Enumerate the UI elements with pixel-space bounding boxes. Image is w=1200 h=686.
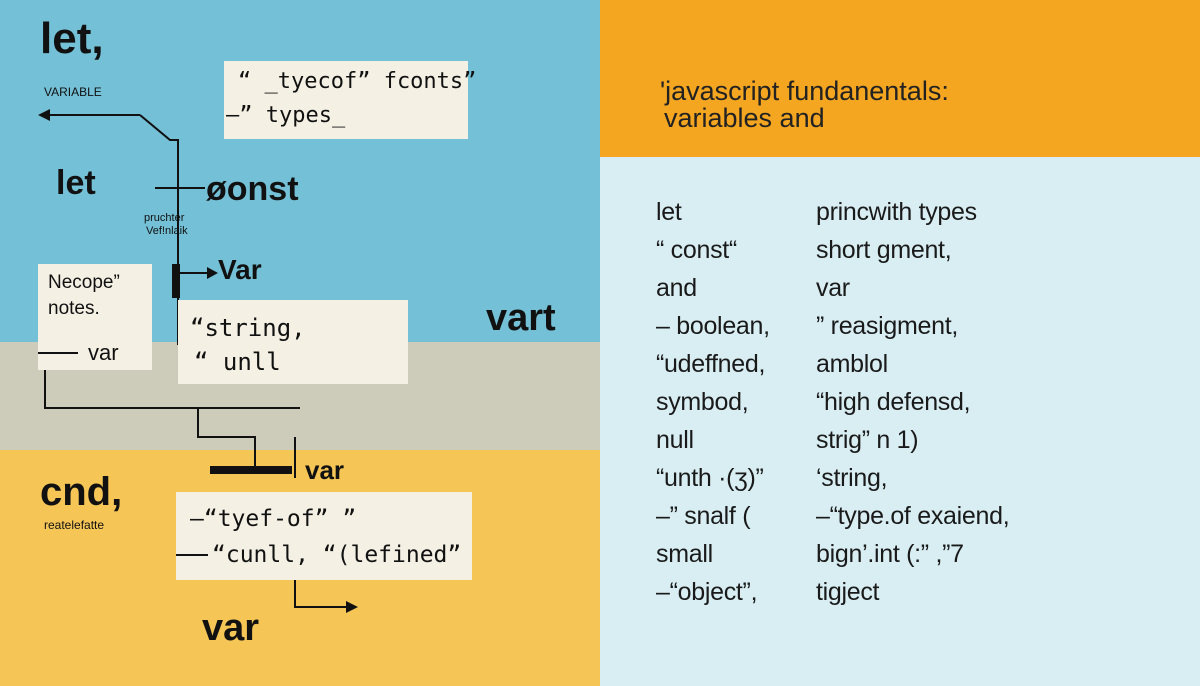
list-item: –” snalf ( [656,502,751,530]
string-null-card: “string, “ unll [178,300,408,384]
list-item: tigject [816,578,880,606]
list-item: null [656,426,694,454]
list-item: “high defensd, [816,388,971,416]
card-line: Necope” [48,272,120,293]
card-line: “ _tyecof” fconts” [238,69,477,94]
list-item: “udeffned, [656,350,766,378]
list-item: – boolean, [656,312,770,340]
list-item: bign’.int (:” ,”7 [816,540,964,568]
small-note-2: Vef!nlaik [146,225,188,237]
card-line: “ unll [194,348,281,376]
list-item: let [656,198,682,226]
arrow-right-var [207,267,218,279]
reatelefatte-label: reatelefatte [44,518,105,532]
list-item: symbod, [656,388,749,416]
arrow-left [38,109,50,121]
card-line: notes. [48,298,100,319]
list-item: strig” n 1) [816,426,919,454]
small-note-1: pruchter [144,212,185,224]
list-item: amblol [816,350,888,378]
connector-diagram [38,109,358,613]
dash [176,554,208,556]
list-item: princwith types [816,198,977,226]
card-line: —” types_ [226,103,346,128]
typeof-consts-card: “ _tyecof” fconts” —” types_ [224,61,476,139]
var-arrow-label: Var [218,254,262,285]
typeof-null-card: –“tyef-of” ” “cunll, “(lefined” [176,492,472,580]
vart-label: vart [486,297,556,339]
title-banner [600,0,1200,157]
title-line-1: 'javascript fundanentals: [660,76,949,106]
var-bottom-label: var [202,607,260,649]
variable-label: VARIABLE [44,85,102,99]
list-item: –“type.of exaiend, [816,502,1010,530]
cnd-heading: cnd, [40,470,123,514]
card-line: “string, [190,314,306,342]
card-line: –“tyef-of” ” [190,506,357,532]
let-heading-top: let, [40,14,104,63]
notes-card: Necope” notes. var [38,264,152,370]
let-heading-mid: let [56,164,96,202]
title-line-2: variables and [664,103,825,133]
list-item: –“object”, [656,578,758,606]
list-item: “unth ·(ʒ)” [656,464,764,492]
const-label: øonst [206,170,299,208]
var-mid-label: var [305,455,345,485]
list-item: ” reasigment, [816,312,958,340]
card-line: var [88,340,119,365]
list-item: and [656,274,697,302]
card-line: “cunll, “(lefined” [212,542,462,568]
list-panel [600,157,1200,686]
list-item: small [656,540,713,568]
arrow-right-bottom [346,601,358,613]
dash [38,352,78,354]
list-item: var [816,274,850,302]
list-item: short gment, [816,236,952,264]
list-item: ‘string, [816,464,888,492]
list-item: “ const“ [656,236,737,264]
